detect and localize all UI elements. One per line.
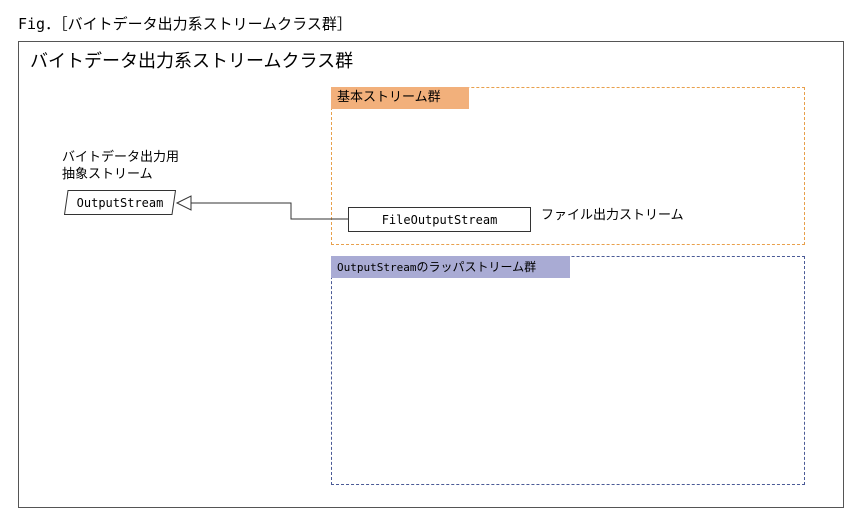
figure-caption: Fig．［バイトデータ出力系ストリームクラス群］: [18, 15, 352, 33]
file-output-stream-class: FileOutputStream: [348, 207, 531, 232]
file-output-stream-class-name: FileOutputStream: [381, 212, 498, 227]
abstract-class-description: バイトデータ出力用 抽象ストリーム: [62, 149, 179, 183]
file-output-stream-description: ファイル出力ストリーム: [541, 208, 684, 223]
wrapper-group-label-text: のラッパストリーム群: [416, 260, 537, 274]
abstract-class-description-line1: バイトデータ出力用: [62, 150, 180, 165]
diagram-title: バイトデータ出力系ストリームクラス群: [30, 51, 354, 72]
wrapper-group-label-class: OutputStream: [337, 261, 417, 274]
basic-stream-group: [331, 87, 805, 245]
abstract-class-shape: [64, 190, 176, 215]
basic-stream-group-label: 基本ストリーム群: [331, 87, 469, 109]
output-stream-class-name: OutputStream: [76, 195, 164, 210]
inheritance-line: [191, 202, 348, 220]
abstract-class-description-line2: 抽象ストリーム: [62, 167, 153, 182]
diagram-frame: [18, 41, 844, 508]
output-stream-class: OutputStream: [64, 190, 176, 215]
wrapper-stream-group-label: OutputStreamのラッパストリーム群: [331, 256, 570, 278]
inheritance-arrowhead: [175, 195, 192, 211]
